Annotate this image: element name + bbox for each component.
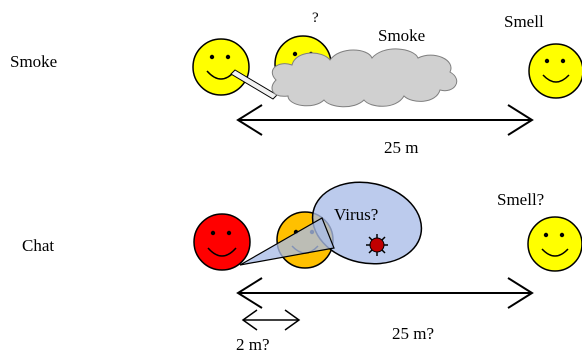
near-distance-arrow-icon	[243, 310, 299, 330]
smoker-face-icon	[193, 39, 249, 95]
chat-row-label: Chat	[22, 236, 54, 255]
virus-label: Virus?	[334, 205, 378, 224]
question-mark: ?	[312, 10, 319, 26]
speaker-face-icon	[194, 214, 250, 270]
smoke-cloud-icon	[272, 49, 457, 107]
chat-distance-label: 25 m?	[392, 324, 434, 343]
smoke-distance-label: 25 m	[384, 138, 418, 157]
chat-distance-arrow-icon	[238, 278, 532, 308]
smell-question-label: Smell?	[497, 190, 544, 209]
smoke-row-label: Smoke	[10, 52, 57, 71]
distance-arrow-icon	[238, 105, 532, 135]
near-distance-label: 2 m?	[236, 335, 270, 354]
chat-receiver-face-icon	[528, 217, 582, 271]
receiver-face-icon	[529, 44, 582, 98]
virus-icon	[366, 234, 388, 256]
smoke-cloud-label: Smoke	[378, 26, 425, 45]
smell-label: Smell	[504, 12, 544, 31]
